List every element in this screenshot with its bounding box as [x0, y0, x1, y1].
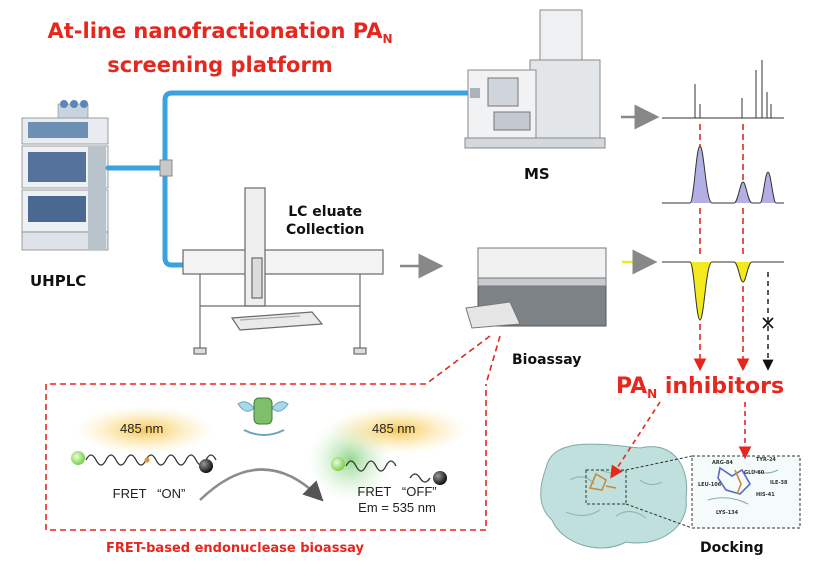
inhibitors-rest: inhibitors — [657, 374, 785, 399]
residue-label: LYS-134 — [716, 510, 739, 516]
inhibitors-label: PAN inhibitors — [616, 374, 784, 401]
label-collection: LC eluate Collection — [286, 203, 364, 239]
title-line1: At-line nanofractionation PA — [47, 19, 383, 43]
label-docking: Docking — [700, 540, 764, 556]
bioassay-trace — [662, 261, 784, 321]
uhplc-instrument — [21, 100, 109, 251]
fraction-collector — [182, 187, 384, 355]
fret-panel-title: FRET-based endonuclease bioassay — [106, 541, 365, 556]
flow-splitter — [159, 159, 173, 177]
endonuclease-enzyme-icon — [237, 397, 289, 436]
protein-surface — [540, 443, 688, 549]
residue-label: HIS-41 — [756, 492, 775, 498]
wavelength-right: 485 nm — [372, 421, 416, 436]
title-subscript: N — [382, 32, 393, 46]
inhibitors-sub: N — [647, 387, 658, 401]
label-bioassay: Bioassay — [512, 352, 582, 368]
fret-panel-border — [45, 335, 491, 531]
residue-label: GLU-80 — [744, 470, 765, 476]
residue-label: ILE-38 — [770, 480, 788, 486]
label-ms: MS — [524, 165, 550, 183]
wavelength-left: 485 nm — [120, 421, 164, 436]
fret-on-label: FRET “ON” — [112, 486, 186, 501]
label-collection-line2: Collection — [286, 222, 365, 238]
docking-arrows — [610, 401, 752, 479]
page-title: At-line nanofractionation PAN screening … — [40, 18, 400, 78]
peak-connectors — [693, 124, 750, 372]
residue-label: ARG-84 — [712, 460, 733, 466]
residue-label: TYR-24 — [756, 457, 776, 463]
ms-chromatogram — [662, 145, 784, 204]
emission-label: Em = 535 nm — [358, 500, 436, 515]
title-line2: screening platform — [107, 53, 333, 77]
label-uhplc: UHPLC — [30, 272, 87, 290]
ms-instrument — [464, 9, 606, 149]
fret-panel-link — [485, 335, 501, 385]
residue-label: LEU-106 — [698, 482, 722, 488]
ms-spectrum — [662, 60, 784, 119]
fret-left — [71, 406, 217, 473]
fret-right — [308, 406, 468, 502]
flow-tubing — [105, 90, 471, 268]
cleavage-arrow — [199, 468, 324, 502]
fret-off-label: FRET “OFF” — [357, 484, 437, 499]
binding-site-zoom — [625, 455, 801, 529]
no-activity-cross-icon — [762, 317, 774, 329]
label-collection-line1: LC eluate — [288, 204, 363, 220]
inhibitors-main: PA — [616, 374, 648, 399]
bioassay-reader — [465, 247, 607, 329]
